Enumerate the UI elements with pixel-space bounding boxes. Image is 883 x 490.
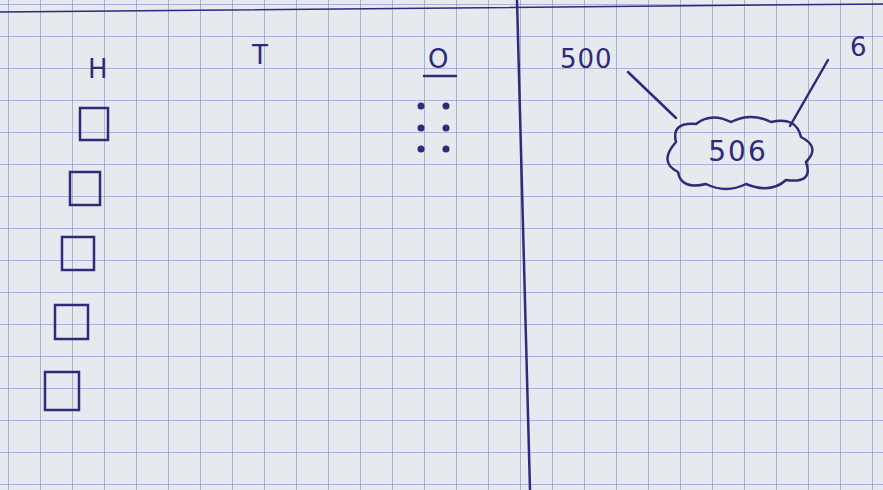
hundreds-square [70, 172, 100, 205]
underline [424, 75, 456, 78]
hundreds-square [45, 372, 79, 410]
leader-line [790, 60, 828, 126]
hundreds-square [55, 305, 88, 339]
ones-dots [418, 103, 450, 153]
leader-line [628, 72, 676, 118]
hundreds-square [80, 108, 108, 140]
column-header: O [428, 46, 449, 72]
page-rule [0, 4, 883, 12]
divider-line [517, 0, 530, 490]
column-header: T [252, 42, 269, 68]
cloud-number: 506 [708, 138, 767, 166]
cloud-path [667, 117, 812, 189]
column-header: H [88, 56, 109, 82]
cloud-shape: 506 [656, 112, 821, 192]
hundreds-square [62, 237, 94, 270]
part-number: 500 [560, 46, 613, 72]
part-number: 6 [850, 34, 868, 60]
